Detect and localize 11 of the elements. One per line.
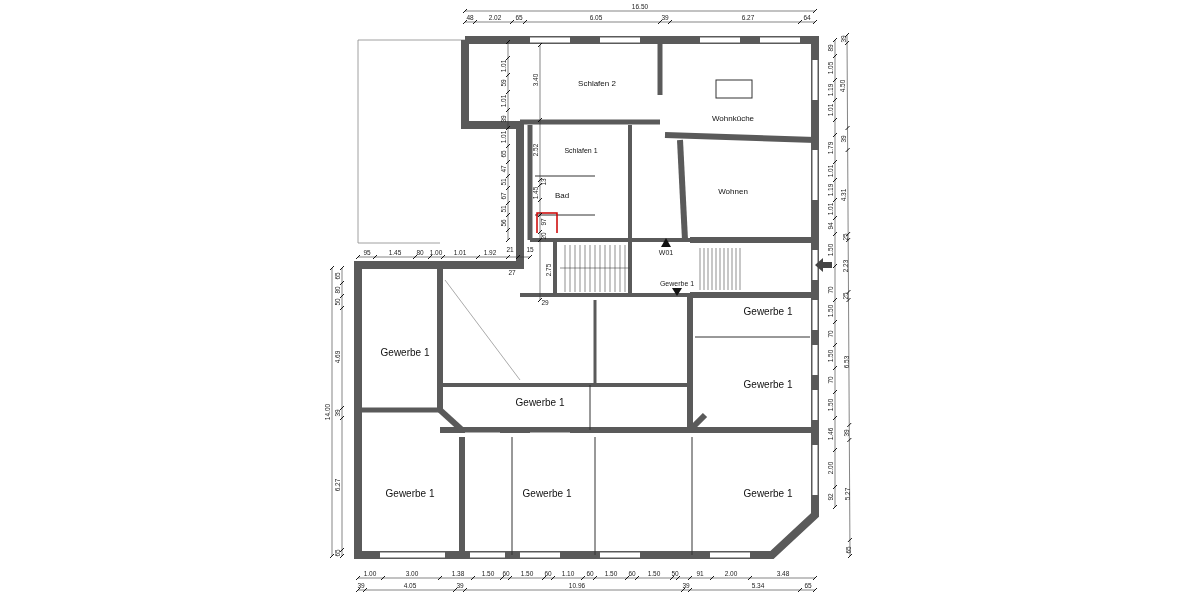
- room-name: Wohnen: [718, 188, 748, 196]
- room-name: Bad: [554, 192, 570, 200]
- room-name: Wohnküche: [711, 115, 755, 123]
- room-name: Gewerbe 1: [743, 380, 793, 390]
- room-name: Gewerbe 1: [515, 398, 565, 408]
- room-name: Schlafen 2: [578, 80, 616, 88]
- room-name: Gewerbe 1: [743, 307, 793, 317]
- room-name: Gewerbe 1: [743, 489, 793, 499]
- room-name: Gewerbe 1: [522, 489, 572, 499]
- room-name: Gewerbe 1: [385, 489, 435, 499]
- room-name: Gewerbe 1: [380, 348, 430, 358]
